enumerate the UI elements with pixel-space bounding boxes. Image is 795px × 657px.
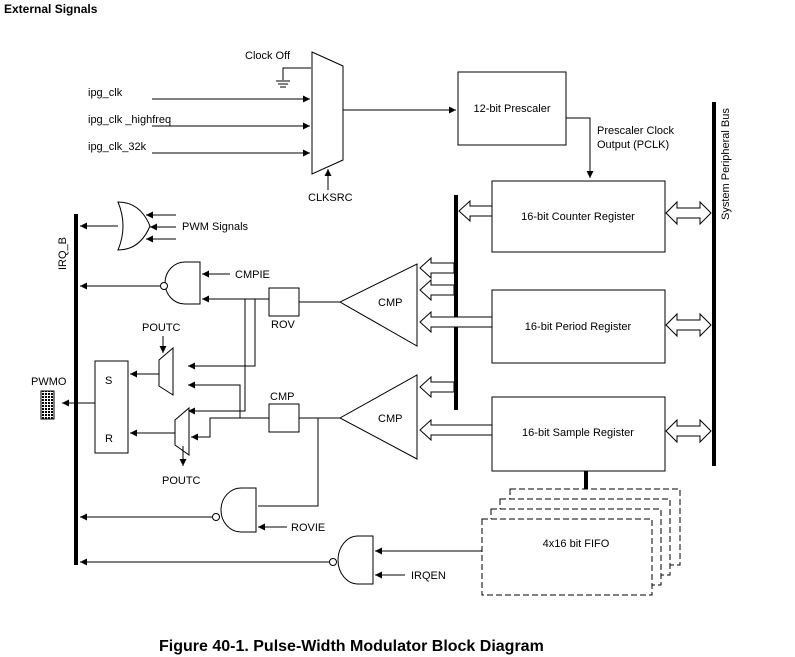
counter-register-label: 16-bit Counter Register xyxy=(521,211,635,223)
irqen-label: IRQEN xyxy=(411,570,446,582)
rov-flag-box xyxy=(268,287,300,317)
pclk-arrow xyxy=(566,117,594,178)
cmp-box-label: CMP xyxy=(270,391,294,403)
ipg-clk-32k-label: ipg_clk_32k xyxy=(88,141,147,153)
sample-register xyxy=(491,396,666,472)
bus-interface-arrows xyxy=(665,200,712,444)
counter-to-bus-arrow xyxy=(458,199,493,223)
irqen-nand-gate xyxy=(337,535,374,585)
prescaler-label: 12-bit Prescaler xyxy=(473,103,550,115)
output-mux-top xyxy=(158,346,174,396)
sample-to-cmp-arrow xyxy=(419,418,493,442)
sr-latch-r-label: R xyxy=(105,433,113,445)
fifo-stack xyxy=(481,488,681,596)
pwmo-label: PWMO xyxy=(31,376,67,388)
system-bus-label: System Peripheral Bus xyxy=(720,108,732,220)
irq-b-label: IRQ_B xyxy=(57,237,69,270)
clock-off-wire xyxy=(282,67,311,80)
pclk-label-line2: Output (PCLK) xyxy=(597,139,669,151)
pwmo-pin xyxy=(40,390,55,420)
clock-inputs: ipg_clk ipg_clk _highfreq ipg_clk_32k Cl… xyxy=(88,50,311,157)
counter-register xyxy=(491,180,666,253)
period-bus-arrow xyxy=(665,312,712,338)
ipg-clk-label: ipg_clk xyxy=(88,87,123,99)
comparator-lower-label: CMP xyxy=(378,413,402,425)
comparator-upper xyxy=(338,263,418,347)
pclk-label-line1: Prescaler Clock xyxy=(597,125,675,137)
clock-off-label: Clock Off xyxy=(245,50,291,62)
rov-label: ROV xyxy=(271,319,296,331)
ipg-clk-highfreq-label: ipg_clk _highfreq xyxy=(88,114,171,126)
sample-register-label: 16-bit Sample Register xyxy=(522,427,634,439)
cmpie-nand-gate xyxy=(164,261,201,305)
period-to-cmp-arrow xyxy=(419,310,493,334)
clock-mux xyxy=(311,51,344,175)
cmp-flag-box xyxy=(268,403,300,433)
poutc-top-label: POUTC xyxy=(142,322,181,334)
output-mux-bottom xyxy=(174,406,190,456)
sr-latch xyxy=(94,360,129,454)
prescaler-block xyxy=(457,71,567,146)
pwm-signals-label: PWM Signals xyxy=(182,221,249,233)
figure-caption: Figure 40-1. Pulse-Width Modulator Block… xyxy=(159,638,544,655)
cmpie-label: CMPIE xyxy=(235,269,270,281)
cmp-upper-in-b xyxy=(419,278,455,302)
sample-bus-arrow xyxy=(665,418,712,444)
rovie-label: ROVIE xyxy=(291,522,325,534)
cmp-lower-in-a xyxy=(419,375,455,399)
clksrc-label: CLKSRC xyxy=(308,192,353,204)
period-register xyxy=(491,289,666,364)
fifo-label: 4x16 bit FIFO xyxy=(543,538,610,550)
poutc-bottom-label: POUTC xyxy=(162,475,201,487)
sr-latch-s-label: S xyxy=(105,375,112,387)
cmp-upper-in-a xyxy=(419,256,455,280)
rovie-nand-gate xyxy=(220,487,257,533)
pwm-signals-or-gate xyxy=(117,201,151,251)
counter-bus-arrow xyxy=(665,200,712,226)
comparator-upper-label: CMP xyxy=(378,297,402,309)
diagram-header: External Signals xyxy=(4,2,98,16)
period-register-label: 16-bit Period Register xyxy=(525,321,632,333)
comparator-lower xyxy=(338,374,418,460)
